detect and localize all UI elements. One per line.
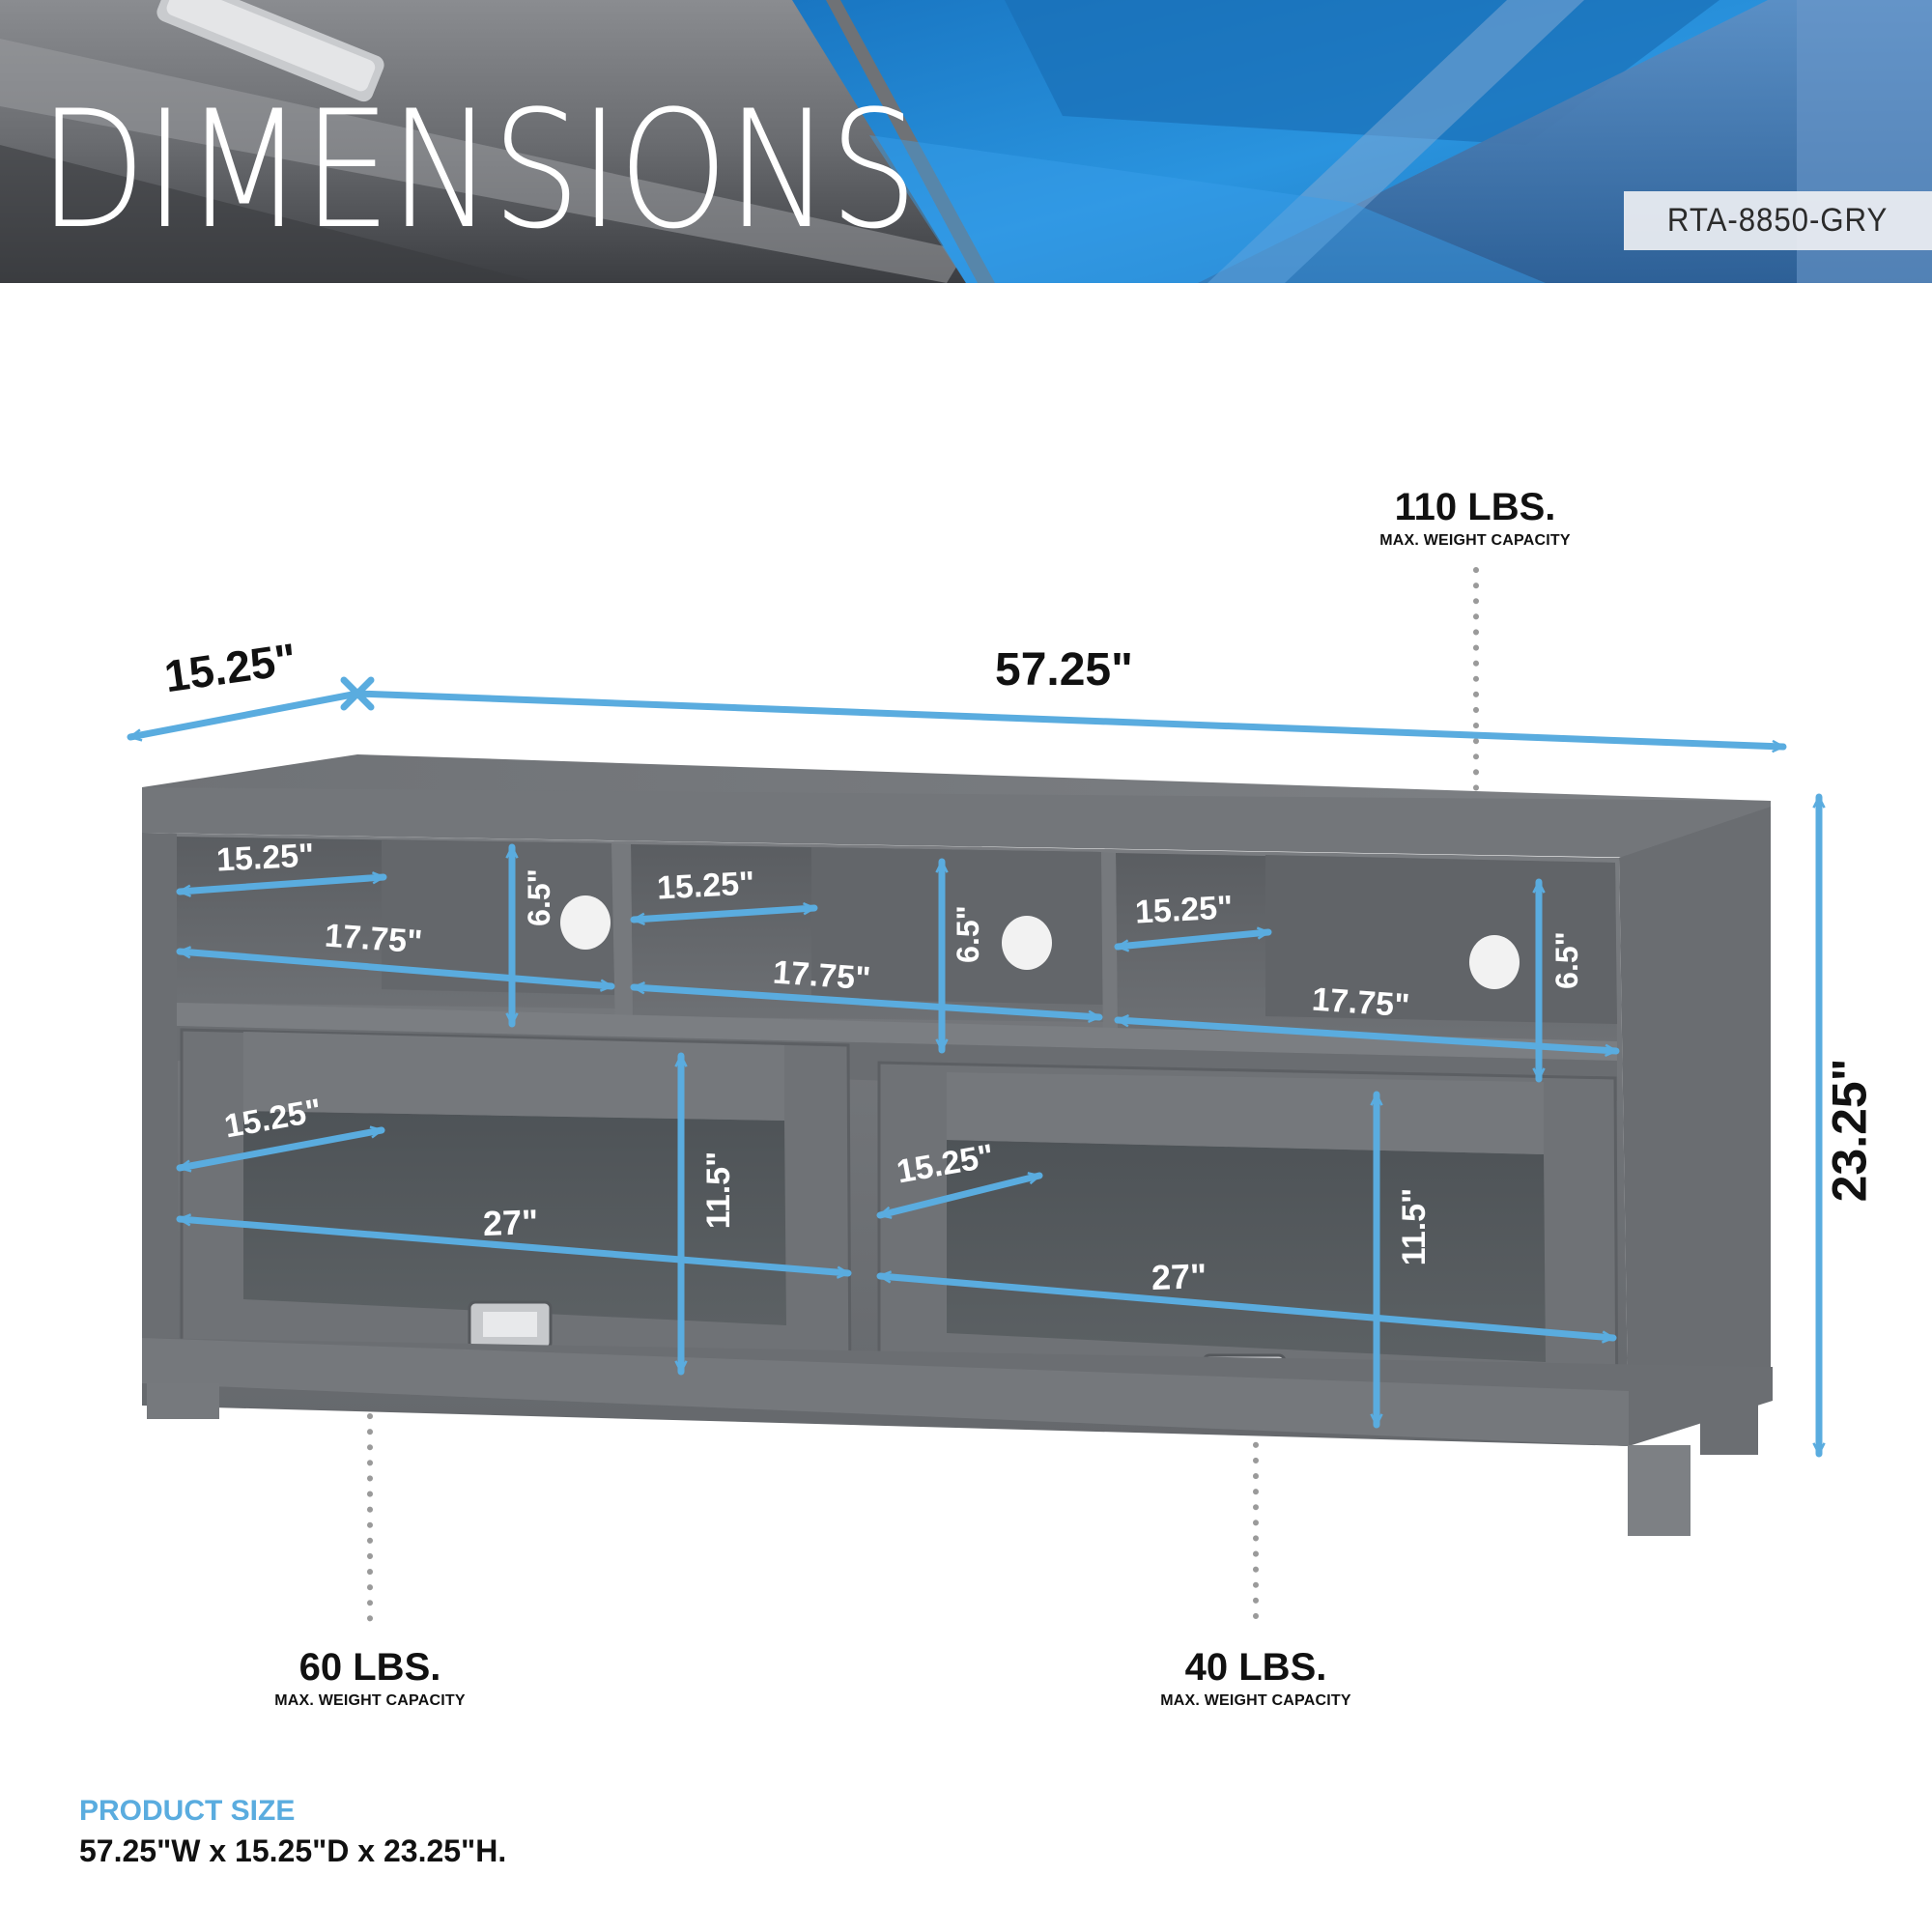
cabinet-weight-capacity-label: MAX. WEIGHT CAPACITY [1160, 1692, 1351, 1709]
cable-hole-icon [1002, 916, 1052, 970]
overall-height-label: 23.25" [1822, 1058, 1877, 1203]
dimension-arrows [127, 676, 1819, 1458]
product-size-heading: PRODUCT SIZE [79, 1795, 296, 1827]
shelf-1-height-label: 6.5" [521, 868, 556, 926]
shelf-1-width-label: 17.75" [323, 917, 424, 961]
shelf-2-depth-label: 15.25" [656, 865, 756, 907]
shelf-3-depth-label: 15.25" [1134, 889, 1235, 931]
dimension-diagram: 15.25" 57.25" 23.25" 15.25" 17.75" 6.5" … [0, 283, 1932, 1932]
cable-hole-icon [1469, 935, 1520, 989]
door-handle-icon [468, 1300, 553, 1350]
cable-hole-icon [560, 895, 611, 950]
top-weight-capacity: 110 LBS. [1394, 486, 1556, 528]
cabinet-1-width-label: 27" [482, 1202, 539, 1243]
shelf-1-depth-label: 15.25" [215, 837, 316, 879]
shelf-weight-capacity: 60 LBS. [298, 1646, 441, 1689]
top-weight-capacity-label: MAX. WEIGHT CAPACITY [1379, 532, 1571, 549]
cabinet-1-height-label: 11.5" [700, 1151, 738, 1230]
cabinet-weight-capacity: 40 LBS. [1184, 1646, 1327, 1689]
page-title: DIMENSIONS [39, 75, 918, 265]
shelf-weight-capacity-label: MAX. WEIGHT CAPACITY [274, 1692, 466, 1709]
shelf-3-height-label: 6.5" [1548, 931, 1584, 989]
product-size-value: 57.25"W x 15.25"D x 23.25"H. [79, 1833, 507, 1868]
sku-text: RTA-8850-GRY [1667, 202, 1889, 239]
overall-width-label: 57.25" [995, 644, 1133, 696]
shelf-2-height-label: 6.5" [950, 905, 985, 963]
shelf-2-width-label: 17.75" [771, 953, 872, 998]
cabinet-2-height-label: 11.5" [1396, 1187, 1434, 1266]
sku-badge: RTA-8850-GRY [1624, 191, 1932, 250]
cabinet-2-width-label: 27" [1151, 1256, 1208, 1297]
shelf-3-width-label: 17.75" [1310, 980, 1411, 1025]
header-banner: DIMENSIONS RTA-8850-GRY [0, 0, 1932, 283]
tv-stand-illustration [127, 567, 1932, 1626]
